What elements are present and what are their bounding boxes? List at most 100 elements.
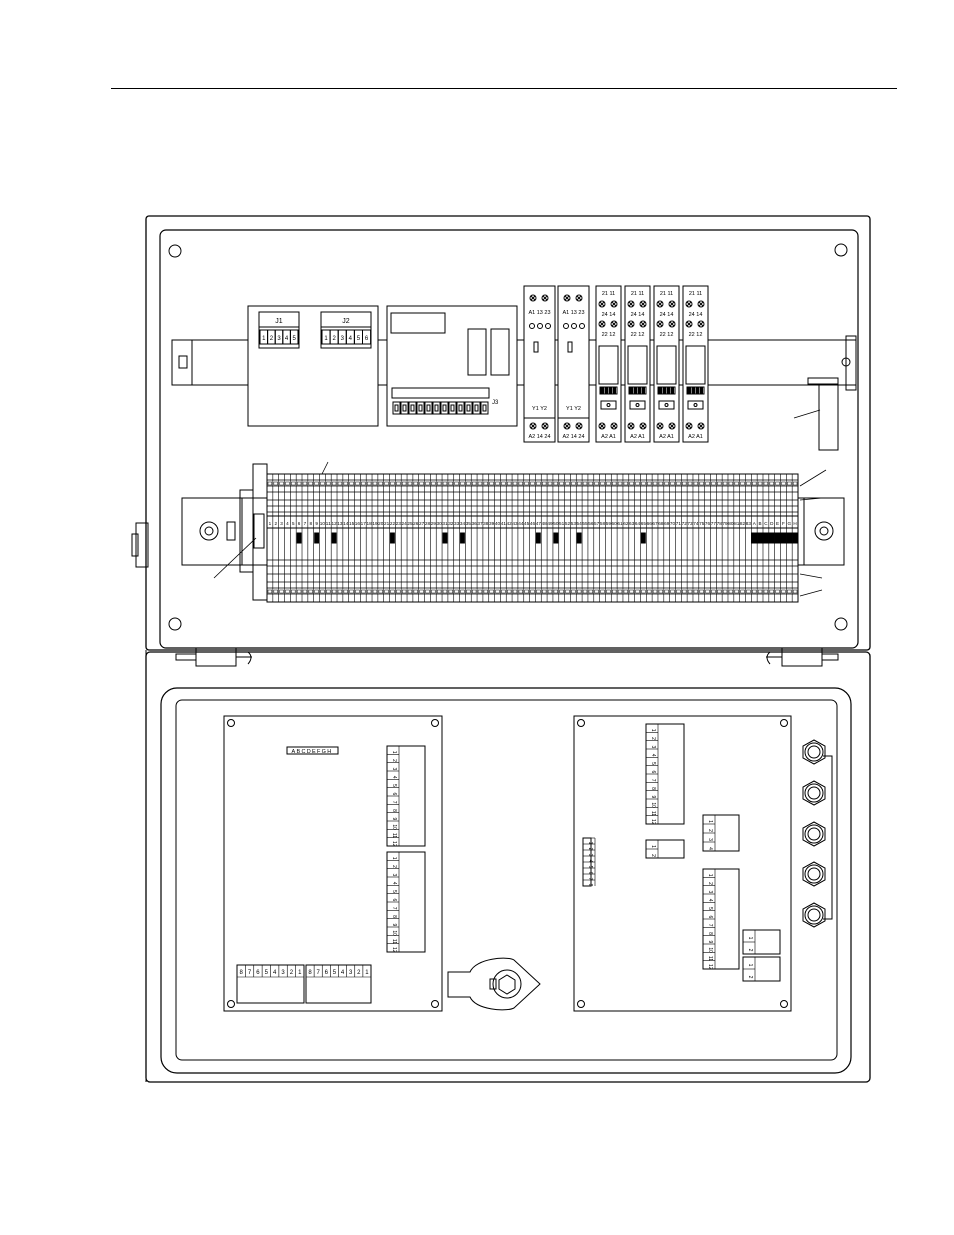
terminal-screw-top <box>606 481 611 486</box>
terminal-label: 60 <box>612 521 618 526</box>
door-left-bottom-b-label: 3 <box>349 970 353 976</box>
relay-terminals-row1: 21 11 <box>689 291 702 297</box>
screw-slot <box>564 423 570 429</box>
screw-slot <box>542 423 548 429</box>
terminal-screw-top <box>407 481 413 486</box>
door-left-strip-a-label: 8 <box>391 809 397 812</box>
terminal-screw-bottom <box>647 589 652 594</box>
door-right-strip-top-label: 2 <box>650 737 656 740</box>
terminal-screw-top <box>664 481 669 486</box>
terminal-screw-top <box>320 481 325 486</box>
terminal-screw-top <box>419 481 424 486</box>
terminal-screw-bottom <box>757 589 763 594</box>
terminal-screw-top <box>763 481 769 486</box>
terminal-screw-top <box>285 481 290 486</box>
terminal-screw-bottom <box>617 589 623 594</box>
door-right-strip-top-label: 8 <box>650 787 656 790</box>
terminal-screw <box>575 422 583 430</box>
terminal-label: 81 <box>734 521 740 526</box>
terminal-screw-bottom <box>635 589 640 594</box>
relay-terminals-row1: 21 11 <box>602 291 615 297</box>
terminal-screw-top <box>617 481 623 486</box>
terminal-label: 68 <box>658 521 664 526</box>
terminal-screw-top <box>641 481 646 486</box>
indicator-seg <box>662 387 666 394</box>
terminal-label: 82 <box>740 521 746 526</box>
terminal-label: 64 <box>635 521 641 526</box>
terminal-screw-top <box>273 481 278 486</box>
terminal-screw-bottom <box>314 589 319 594</box>
terminal-screw-bottom <box>588 589 594 594</box>
jumper-bridge <box>780 532 787 544</box>
terminal-screw-top <box>547 481 553 486</box>
terminal-screw-top <box>477 481 483 486</box>
terminal-screw-top <box>536 481 541 486</box>
door-left-strip-a-label: 1 <box>391 751 397 754</box>
terminal-screw-bottom <box>384 589 389 594</box>
left-latch <box>131 522 149 568</box>
terminal-label: 54 <box>577 521 583 526</box>
terminal-screw-bottom <box>448 589 453 594</box>
relay-body <box>682 285 709 443</box>
terminal-screw-top <box>506 481 512 486</box>
terminal-label: 65 <box>641 521 647 526</box>
door-left-strip-a-label: 6 <box>391 792 397 795</box>
screw-slot <box>669 321 675 327</box>
terminal-label: 69 <box>664 521 670 526</box>
door-left-bottom-b-label: 8 <box>308 970 312 976</box>
pilot-light-nut <box>802 821 826 847</box>
terminal-screw-top <box>740 481 745 486</box>
jumper-bridge <box>314 532 320 544</box>
terminal-label: 62 <box>623 521 629 526</box>
terminal-screw <box>656 300 664 308</box>
j3-terminal <box>448 401 457 415</box>
terminal-screw-bottom <box>728 589 734 594</box>
door-left-strip-b-label: 2 <box>391 865 397 868</box>
jumper-bridge <box>390 532 395 544</box>
terminal-screw-bottom <box>559 589 564 594</box>
led <box>563 323 569 329</box>
screw-slot <box>669 423 675 429</box>
j3-terminal-slot <box>402 404 407 412</box>
terminal-screw-top <box>279 481 284 486</box>
terminal-screw <box>598 320 606 328</box>
terminal-screw-bottom <box>594 589 599 594</box>
pilot-light-lens <box>807 908 821 922</box>
door <box>145 651 871 1083</box>
enclosure-upper <box>145 215 871 651</box>
selector <box>533 341 539 353</box>
terminal-label: 47 <box>536 521 542 526</box>
terminal-screw-top <box>454 481 459 486</box>
j3-terminal <box>424 401 433 415</box>
j3-terminal <box>456 401 465 415</box>
pilot-light <box>802 821 826 847</box>
terminal-screw-top <box>705 481 710 486</box>
terminal-label: 15 <box>349 521 355 526</box>
terminal-label: 10 <box>320 521 326 526</box>
screw-slot <box>657 301 663 307</box>
terminal-screw-bottom <box>705 589 710 594</box>
terminal-screw-top <box>396 481 401 486</box>
connector-pin-label: 1 <box>324 336 328 342</box>
terminal-screw-top <box>296 481 302 486</box>
screw-slot <box>611 301 617 307</box>
terminal-screw-bottom <box>390 589 395 594</box>
relay-bottom-terminals: A2 A1 <box>659 434 674 440</box>
door-left-bottom-a-label: 8 <box>240 970 244 976</box>
terminal-label: 23 <box>396 521 402 526</box>
door-right-strip-bottom-label: 7 <box>707 924 713 927</box>
screw-slot <box>686 301 692 307</box>
screw-slot <box>599 301 605 307</box>
terminal-screw-bottom <box>378 589 383 594</box>
terminal-label: 26 <box>413 521 419 526</box>
terminal-screw-bottom <box>396 589 401 594</box>
relay-indicator <box>599 386 618 395</box>
terminal-label: 61 <box>617 521 623 526</box>
screw-slot <box>530 423 536 429</box>
door-right-strip-top-label: 5 <box>650 762 656 765</box>
door-right-side-strip-label: 7 <box>587 878 593 881</box>
terminal-screw-bottom <box>273 589 278 594</box>
terminal-label: 76 <box>705 521 711 526</box>
